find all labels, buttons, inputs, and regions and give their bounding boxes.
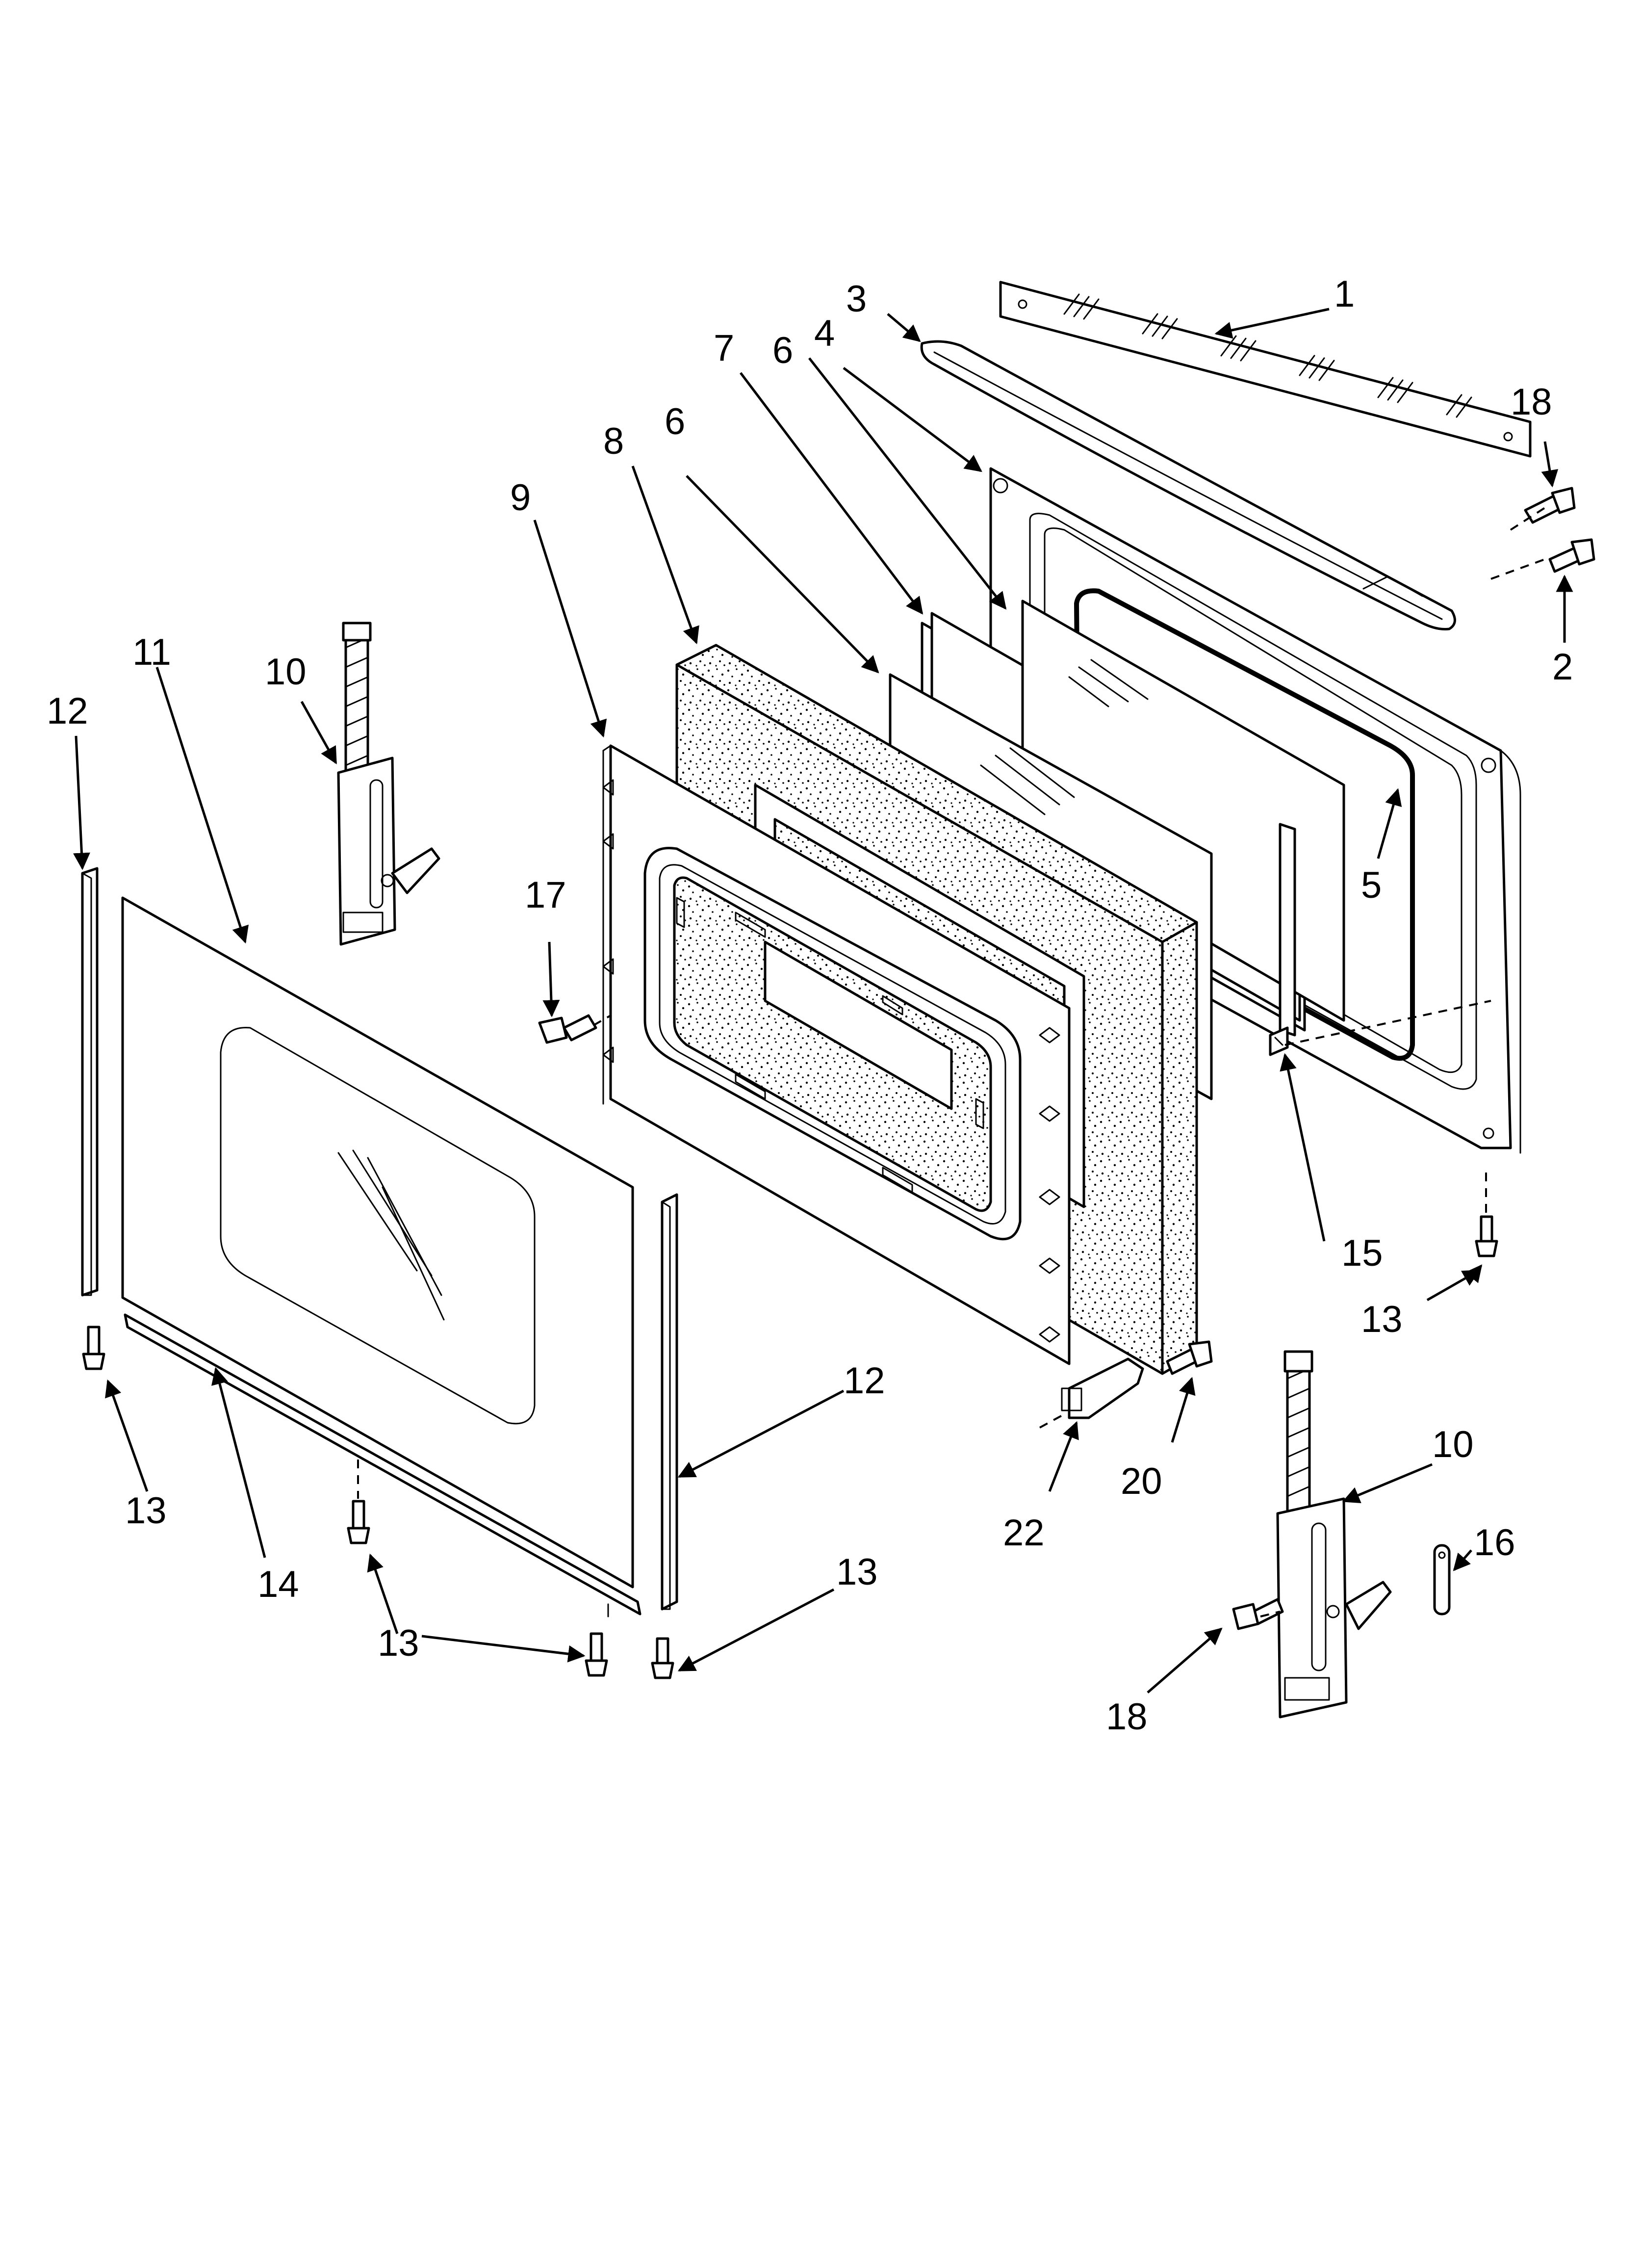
callout-4: 4 bbox=[814, 313, 835, 354]
callout-16: 16 bbox=[1474, 1522, 1515, 1564]
callout-14: 14 bbox=[257, 1564, 299, 1605]
callout-10-right: 10 bbox=[1432, 1424, 1474, 1465]
pin-part-16 bbox=[1433, 1544, 1451, 1616]
screw-part-2 bbox=[1548, 538, 1595, 573]
vent-trim-part-1 bbox=[999, 281, 1532, 458]
callout-20: 20 bbox=[1121, 1460, 1162, 1502]
callout-1: 1 bbox=[1334, 273, 1355, 315]
callout-9: 9 bbox=[510, 477, 531, 519]
callout-3: 3 bbox=[846, 278, 867, 320]
side-trim-right-part-12 bbox=[661, 1193, 678, 1611]
screw-part-13-bottom-b bbox=[585, 1632, 608, 1677]
screw-part-13-bottom-a bbox=[347, 1500, 370, 1544]
screw-part-13-bottom-c bbox=[651, 1637, 674, 1679]
callout-22: 22 bbox=[1003, 1512, 1045, 1554]
screw-part-20 bbox=[1166, 1340, 1213, 1375]
inner-door-liner-part-9 bbox=[602, 744, 1071, 1365]
callout-13-left: 13 bbox=[125, 1490, 167, 1532]
side-trim-left-part-12 bbox=[81, 867, 99, 1297]
screw-part-13-left bbox=[82, 1326, 105, 1370]
callout-13-bottom-b: 13 bbox=[836, 1551, 878, 1593]
callout-2: 2 bbox=[1552, 646, 1573, 688]
bottom-trim-part-14 bbox=[124, 1313, 641, 1617]
outer-door-panel-part-11 bbox=[121, 896, 634, 1589]
callout-13-bottom-a: 13 bbox=[378, 1622, 419, 1664]
screw-part-17 bbox=[538, 1014, 597, 1044]
callout-13-right: 13 bbox=[1361, 1299, 1403, 1340]
callout-18-bottom: 18 bbox=[1106, 1696, 1148, 1738]
callout-7: 7 bbox=[714, 327, 734, 369]
callout-12-right: 12 bbox=[844, 1360, 885, 1402]
callout-17: 17 bbox=[525, 874, 566, 916]
hinge-right-part-10 bbox=[1276, 1350, 1392, 1719]
door-handle-part-3 bbox=[920, 340, 1456, 630]
leader-lines bbox=[73, 308, 1573, 1694]
callout-6-rear: 6 bbox=[772, 330, 793, 371]
screw-part-18-top bbox=[1524, 487, 1576, 524]
hinge-left-part-10 bbox=[337, 622, 440, 946]
callout-6-front: 6 bbox=[665, 401, 685, 443]
screw-part-18-bottom bbox=[1232, 1598, 1284, 1630]
callout-15: 15 bbox=[1341, 1232, 1383, 1274]
assembly-lines bbox=[357, 507, 1546, 1617]
clip-part-15 bbox=[1269, 1026, 1289, 1056]
callout-10-left: 10 bbox=[265, 651, 307, 693]
callout-18-top: 18 bbox=[1511, 381, 1552, 423]
callout-8: 8 bbox=[603, 420, 624, 462]
callout-11: 11 bbox=[132, 631, 171, 673]
callout-labels: 1 2 3 4 5 6 6 7 8 9 10 10 11 12 12 13 13… bbox=[47, 273, 1573, 1738]
callout-12-left: 12 bbox=[47, 690, 88, 732]
screw-part-13-right bbox=[1475, 1215, 1498, 1257]
callout-5: 5 bbox=[1361, 864, 1382, 906]
bracket-part-22 bbox=[1061, 1357, 1144, 1419]
